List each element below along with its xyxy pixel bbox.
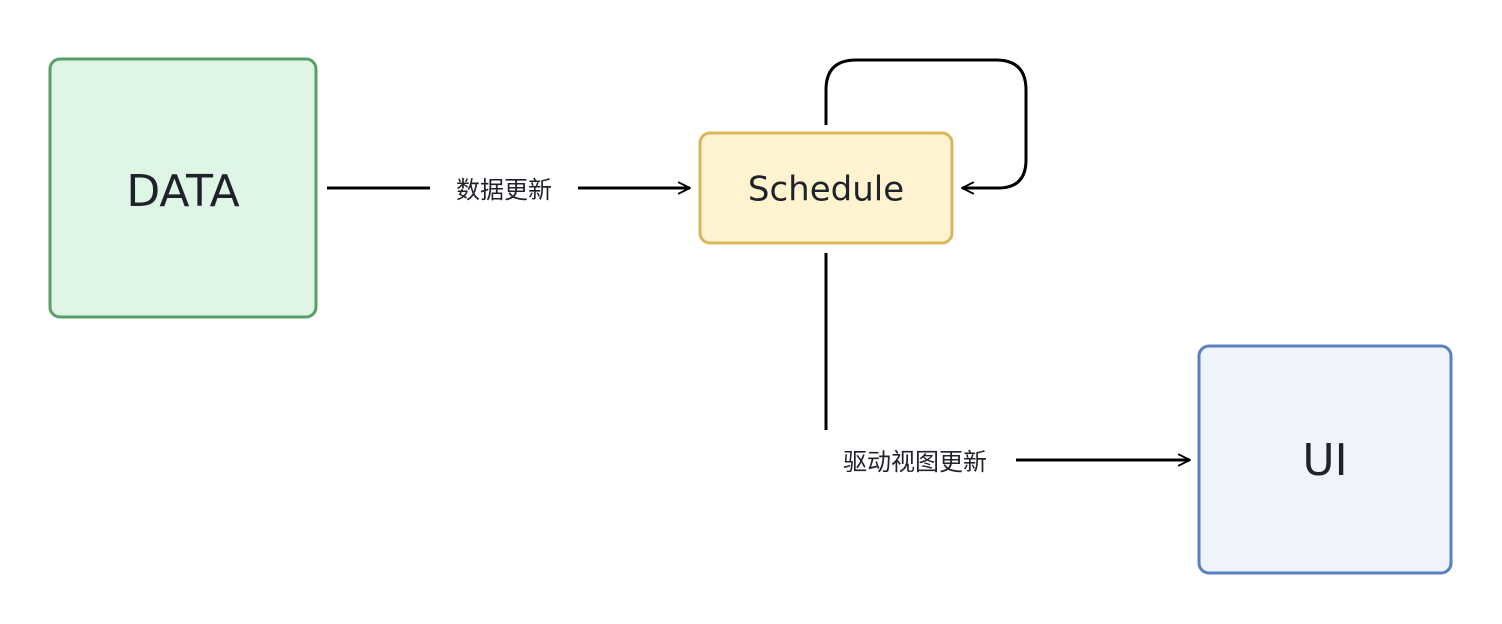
edge-data-to-schedule-label: 数据更新 xyxy=(456,176,552,204)
node-schedule[interactable]: Schedule xyxy=(698,131,954,245)
node-schedule-label: Schedule xyxy=(748,170,904,210)
node-ui[interactable]: UI xyxy=(1197,344,1453,575)
node-ui-box xyxy=(1197,344,1453,575)
edge-schedule-loop[interactable] xyxy=(824,58,1028,195)
edge-schedule-to-ui-label: 驱动视图更新 xyxy=(843,448,987,476)
edge-schedule-to-ui[interactable]: 驱动视图更新 xyxy=(824,253,1191,476)
node-schedule-box xyxy=(698,131,954,245)
edge-schedule-loop-path xyxy=(824,58,1028,195)
edge-data-to-schedule[interactable]: 数据更新 xyxy=(327,176,691,204)
node-ui-label: UI xyxy=(1302,435,1347,486)
node-data-label: DATA xyxy=(126,166,239,217)
node-data-box xyxy=(48,57,318,319)
node-data[interactable]: DATA xyxy=(48,57,318,319)
